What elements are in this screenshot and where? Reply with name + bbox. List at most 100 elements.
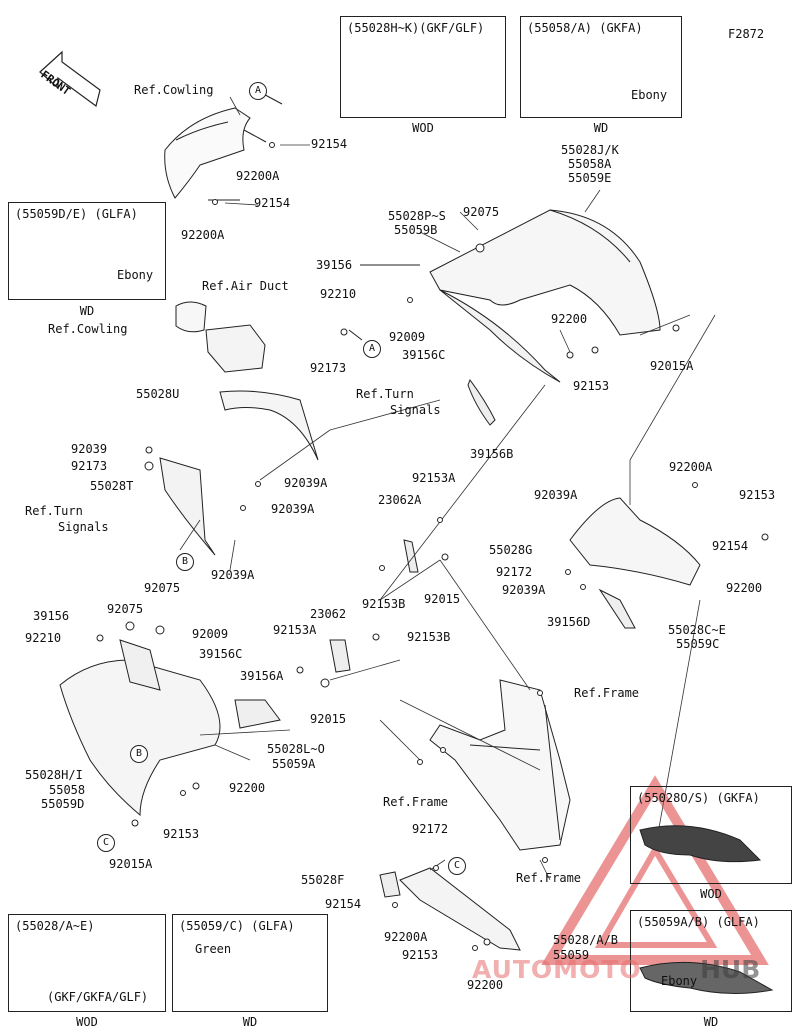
part-number: 92153A (412, 471, 456, 485)
callout-b: B (130, 745, 148, 763)
variant-box-55058-a: (55058/A) (GKFA) Ebony (520, 16, 682, 118)
part-number: 92153 (163, 827, 200, 841)
watermark-text: AUTOMOTO (472, 955, 642, 984)
part-number: 92015 (310, 712, 347, 726)
ref-label: Ref.Frame (383, 795, 449, 809)
part-number: 92172 (412, 822, 449, 836)
part-number: 92039A (211, 568, 255, 582)
part-number: 92015A (109, 857, 153, 871)
part-number: 55058A (568, 157, 612, 171)
part-number: 92172 (496, 565, 533, 579)
part-number: 92009 (389, 330, 426, 344)
variant-box-55059a-b: (55059A/B) (GLFA) Ebony (630, 910, 792, 1012)
part-number: 55028J/K (561, 143, 619, 157)
part-number: 55028G (489, 543, 533, 557)
watermark-text-tail: HUB (700, 955, 761, 984)
part-number: 92210 (320, 287, 357, 301)
ref-label: Ref.Frame (516, 871, 582, 885)
part-number: 92075 (144, 581, 181, 595)
variant-box-footer: WD (242, 1015, 258, 1029)
variant-color-note: Ebony (661, 974, 698, 988)
upper-fairing-part (429, 209, 661, 336)
bracket-part-2 (329, 639, 351, 673)
part-number: 92154 (325, 897, 362, 911)
bracket-part (403, 539, 419, 573)
part-number: 92154 (311, 137, 348, 151)
part-number: 92200 (726, 581, 763, 595)
part-number: 92200A (669, 460, 713, 474)
part-number: 55028/A/B (553, 933, 619, 947)
part-number: 55028L~O (267, 742, 325, 756)
ref-label: Ref.Air Duct (202, 279, 289, 293)
variant-box-header: (55058/A) (GKFA) (527, 21, 643, 35)
part-number: 92039A (534, 488, 578, 502)
part-number: 23062 (310, 607, 347, 621)
part-number: 55028H/I (25, 768, 83, 782)
part-number: 92153 (573, 379, 610, 393)
upper-cowling-part (164, 107, 251, 199)
variant-box-55028h-k: (55028H~K)(GKF/GLF) (340, 16, 506, 118)
variant-box-header: (55028O/S) (GKFA) (637, 791, 760, 805)
variant-box-header: (55059D/E) (GLFA) (15, 207, 138, 221)
part-number: 92039A (271, 502, 315, 516)
part-number: 92200 (551, 312, 588, 326)
part-number: 92200A (181, 228, 225, 242)
variant-box-footer: WD (79, 304, 95, 318)
part-number: 55059C (676, 637, 720, 651)
part-number: 39156C (199, 647, 243, 661)
part-number: 92210 (25, 631, 62, 645)
part-number: 55028U (136, 387, 180, 401)
part-number: 92153 (402, 948, 439, 962)
part-number: 92173 (71, 459, 108, 473)
part-number: 39156 (316, 258, 353, 272)
variant-box-55059-c: (55059/C) (GLFA) Green (172, 914, 328, 1012)
ref-label: Ref.Frame (574, 686, 640, 700)
callout-c: C (97, 834, 115, 852)
variant-box-footer: WOD (700, 887, 722, 901)
variant-box-footer: WD (593, 121, 609, 135)
part-number: 92075 (463, 205, 500, 219)
side-cowl-right-part (569, 497, 701, 586)
part-number: 92153A (273, 623, 317, 637)
part-number: 55028T (90, 479, 134, 493)
variant-box-header: (55028/A~E) (15, 919, 95, 933)
ref-label: Signals (58, 520, 109, 534)
part-number: 55028C~E (668, 623, 726, 637)
variant-box-55059d-e: (55059D/E) (GLFA) Ebony (8, 202, 166, 300)
part-number: 92154 (254, 196, 291, 210)
variant-box-footer: WD (703, 1015, 719, 1029)
part-number: 55028F (301, 873, 345, 887)
figure-code: F2872 (728, 27, 765, 41)
variant-color-note: Green (195, 942, 232, 956)
part-number: 92200 (229, 781, 266, 795)
variant-color-note: Ebony (631, 88, 668, 102)
variant-box-sub: (GKF/GKFA/GLF) (47, 990, 149, 1004)
callout-a: A (249, 82, 267, 100)
callout-a: A (363, 340, 381, 358)
part-number: 92153B (362, 597, 406, 611)
side-panel-part (159, 457, 216, 556)
ref-label: Ref.Cowling (134, 83, 214, 97)
part-number: 92075 (107, 602, 144, 616)
part-number: 92039 (71, 442, 108, 456)
part-number: 92153B (407, 630, 451, 644)
frame-part (429, 679, 571, 851)
ref-label: Ref.Turn (25, 504, 83, 518)
part-number: 39156 (33, 609, 70, 623)
part-number: 92039A (502, 583, 546, 597)
ref-label: Ref.Cowling (48, 322, 128, 336)
part-number: 92015 (424, 592, 461, 606)
part-number: 92173 (310, 361, 347, 375)
variant-box-header: (55059A/B) (GLFA) (637, 915, 760, 929)
callout-c: C (448, 857, 466, 875)
part-number: 55028P~S (388, 209, 446, 223)
part-number: 92039A (284, 476, 328, 490)
ref-label: Signals (390, 403, 441, 417)
part-number: 55059E (568, 171, 612, 185)
front-arrow-icon (39, 50, 101, 108)
variant-box-footer: WOD (412, 121, 434, 135)
part-number: 92153 (739, 488, 776, 502)
part-number: 39156D (547, 615, 591, 629)
part-number: 55058 (49, 783, 86, 797)
